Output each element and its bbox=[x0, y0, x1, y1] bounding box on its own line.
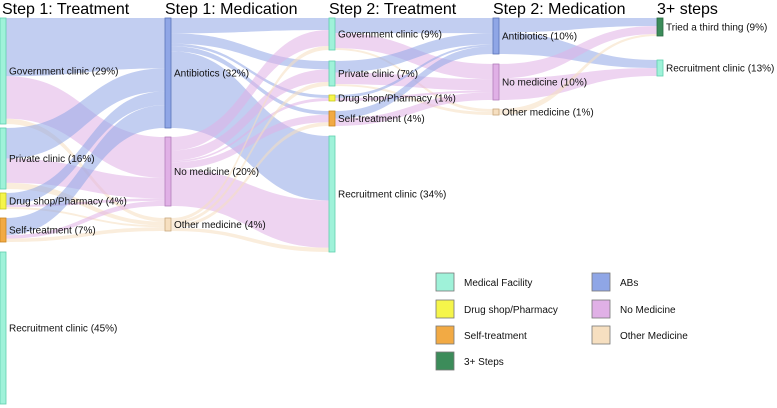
sankey-node-label-s1m_abx: Antibiotics (32%) bbox=[174, 69, 249, 80]
sankey-node-s2m_abx bbox=[492, 17, 500, 55]
sankey-node-label-s2m_none: No medicine (10%) bbox=[502, 78, 587, 89]
sankey-node-label-s1t_recr: Recruitment clinic (45%) bbox=[9, 324, 117, 335]
sankey-link-s2t_priv-to-s2m_other bbox=[335, 84, 493, 115]
sankey-link-s1m_abx-to-s2t_drug bbox=[171, 43, 329, 98]
legend-swatch-2 bbox=[435, 325, 455, 345]
stage-title-4: 3+ steps bbox=[657, 1, 718, 18]
sankey-link-s1m_none-to-s2t_self bbox=[171, 114, 329, 169]
stage-title-2: Step 2: Treatment bbox=[329, 1, 457, 18]
legend-swatch-6 bbox=[591, 325, 611, 345]
sankey-node-s1t_gov bbox=[0, 17, 7, 125]
sankey-link-s1t_priv-to-s1m_other bbox=[6, 182, 165, 226]
legend-swatch-5 bbox=[591, 299, 611, 319]
sankey-link-s1m_abx-to-s2t_priv bbox=[171, 33, 329, 70]
sankey-node-label-s1t_drug: Drug shop/Pharmacy (4%) bbox=[9, 197, 127, 208]
sankey-node-s3_third bbox=[656, 17, 664, 37]
sankey-link-s1m_other-to-s2t_self bbox=[171, 122, 329, 228]
legend-label-0: Medical Facility bbox=[464, 278, 532, 289]
sankey-node-s2t_drug bbox=[328, 94, 336, 102]
sankey-link-s2m_abx-to-s3_third bbox=[499, 18, 657, 33]
sankey-node-label-s3_recr: Recruitment clinic (13%) bbox=[666, 64, 774, 75]
sankey-link-s2m_none-to-s3_recr bbox=[499, 68, 657, 100]
sankey-node-label-s2t_gov: Government clinic (9%) bbox=[338, 30, 442, 41]
sankey-link-s1t_self-to-s1m_other bbox=[6, 227, 165, 242]
sankey-link-s1m_other-to-s2t_priv bbox=[171, 81, 329, 225]
legend-swatch-4 bbox=[591, 272, 611, 292]
sankey-link-s2m_other-to-s3_third bbox=[499, 34, 657, 115]
legend-label-6: Other Medicine bbox=[620, 331, 688, 342]
sankey-node-label-s2m_abx: Antibiotics (10%) bbox=[502, 32, 577, 43]
sankey-link-s2t_drug-to-s2m_abx bbox=[335, 44, 493, 98]
stage-title-0: Step 1: Treatment bbox=[2, 1, 130, 18]
sankey-node-s2t_self bbox=[328, 110, 336, 127]
sankey-link-s1t_drug-to-s1m_abx bbox=[6, 91, 165, 205]
sankey-link-s1t_self-to-s1m_none bbox=[6, 200, 165, 239]
sankey-node-s1m_none bbox=[164, 136, 172, 207]
sankey-node-label-s1t_self: Self-treatment (7%) bbox=[9, 226, 96, 237]
legend-label-3: 3+ Steps bbox=[464, 357, 504, 368]
sankey-links bbox=[6, 18, 657, 252]
sankey-link-s1t_gov-to-s1m_none bbox=[6, 76, 165, 178]
sankey-link-s1m_abx-to-s2t_self bbox=[171, 46, 329, 115]
sankey-link-s1t_gov-to-s1m_abx bbox=[6, 18, 165, 77]
legend-swatch-3 bbox=[435, 351, 455, 371]
sankey-link-s1m_none-to-s2t_priv bbox=[171, 69, 329, 161]
sankey-node-s2m_other bbox=[492, 108, 500, 116]
sankey-node-s1m_other bbox=[164, 217, 172, 232]
legend-swatch-1 bbox=[435, 299, 455, 319]
sankey-link-s1m_none-to-s2t_recr bbox=[171, 168, 329, 248]
sankey-node-label-s1t_gov: Government clinic (29%) bbox=[9, 67, 118, 78]
sankey-nodes: Government clinic (29%) Private clinic (1… bbox=[0, 17, 774, 405]
sankey-link-s1m_none-to-s2t_gov bbox=[171, 30, 329, 151]
sankey-link-s1m_none-to-s2t_drug bbox=[171, 98, 329, 163]
sankey-link-s2t_gov-to-s2m_abx bbox=[335, 18, 493, 34]
sankey-link-s1t_drug-to-s1m_none bbox=[6, 198, 165, 207]
sankey-link-s2t_self-to-s2m_none bbox=[335, 92, 493, 126]
sankey-node-label-s2t_drug: Drug shop/Pharmacy (1%) bbox=[338, 94, 456, 105]
sankey-node-s3_recr bbox=[656, 59, 664, 77]
sankey-link-s1t_self-to-s1m_abx bbox=[6, 105, 165, 236]
sankey-node-s1t_priv bbox=[0, 127, 7, 190]
sankey-node-s2t_gov bbox=[328, 17, 336, 51]
sankey-link-s2t_drug-to-s2m_none bbox=[335, 90, 493, 101]
stage-title-1: Step 1: Medication bbox=[165, 1, 298, 18]
sankey-link-s1m_other-to-s2t_recr bbox=[171, 227, 329, 252]
sankey-link-s1t_priv-to-s1m_abx bbox=[6, 68, 165, 159]
stage-titles: Step 1: Treatment Step 1: Medication Step … bbox=[2, 1, 718, 18]
sankey-node-label-s3_third: Tried a third thing (9%) bbox=[666, 23, 767, 34]
sankey-link-s2t_self-to-s2m_abx bbox=[335, 46, 493, 119]
sankey-link-s2m_none-to-s3_third bbox=[499, 26, 657, 79]
legend-label-4: ABs bbox=[620, 278, 638, 289]
sankey-node-s1t_self bbox=[0, 217, 7, 243]
legend-label-5: No Medicine bbox=[620, 305, 676, 316]
sankey-node-label-s2m_other: Other medicine (1%) bbox=[502, 108, 594, 119]
sankey-node-label-s2t_self: Self-treatment (4%) bbox=[338, 114, 425, 125]
sankey-node-label-s1m_none: No medicine (20%) bbox=[174, 167, 259, 178]
sankey-node-label-s2t_recr: Recruitment clinic (34%) bbox=[338, 190, 446, 201]
sankey-node-s1m_abx bbox=[164, 17, 172, 129]
sankey-node-s2t_recr bbox=[328, 135, 336, 253]
sankey-link-s2t_priv-to-s2m_abx bbox=[335, 33, 493, 73]
sankey-node-s1t_recr bbox=[0, 251, 7, 405]
sankey-link-s1t_drug-to-s1m_other bbox=[6, 207, 165, 228]
sankey-node-label-s1t_priv: Private clinic (16%) bbox=[9, 154, 95, 165]
sankey-link-s1m_abx-to-s2t_recr bbox=[171, 51, 329, 201]
sankey-node-s2m_none bbox=[492, 63, 500, 101]
sankey-link-s1m_other-to-s2t_gov bbox=[171, 46, 329, 222]
stage-title-3: Step 2: Medication bbox=[493, 1, 626, 18]
sankey-node-s1t_drug bbox=[0, 192, 7, 210]
sankey-node-label-s2t_priv: Private clinic (7%) bbox=[338, 69, 418, 80]
sankey-node-s2t_priv bbox=[328, 60, 336, 87]
legend-swatch-0 bbox=[435, 272, 455, 292]
sankey-node-label-s1m_other: Other medicine (4%) bbox=[174, 220, 266, 231]
legend-label-1: Drug shop/Pharmacy bbox=[464, 305, 558, 316]
legend-label-2: Self-treatment bbox=[464, 331, 527, 342]
sankey-link-s1m_abx-to-s2t_gov bbox=[171, 18, 329, 34]
